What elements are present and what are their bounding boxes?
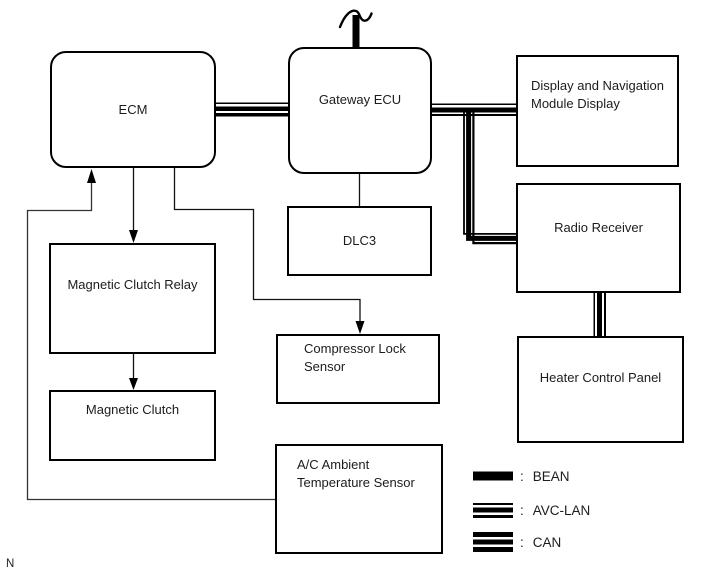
node-gateway-ecu: Gateway ECU (288, 47, 432, 174)
legend-label-can: CAN (532, 534, 562, 550)
avc-lan-line-icon (473, 502, 513, 518)
avclan-bus-radio-heater (593, 292, 607, 337)
node-heater-control-panel: Heater Control Panel (517, 336, 684, 443)
node-ecm: ECM (50, 51, 216, 168)
can-line-icon (473, 532, 513, 552)
node-display-navigation-label: Display and Navigation Module Display (531, 78, 664, 111)
legend-item-avc-lan: : AVC-LAN (473, 500, 590, 520)
node-radio-receiver-label: Radio Receiver (554, 220, 643, 235)
legend-item-can: : CAN (473, 532, 561, 552)
arrowhead-relay-clutch (129, 378, 138, 390)
bean-line-icon (473, 471, 513, 481)
arrowhead-compressor-lock-sensor (355, 321, 365, 334)
node-magnetic-clutch: Magnetic Clutch (49, 390, 216, 461)
node-ac-ambient-temp-sensor: A/C Ambient Temperature Sensor (275, 444, 443, 554)
node-ecm-label: ECM (118, 101, 148, 117)
node-magnetic-clutch-relay: Magnetic Clutch Relay (49, 243, 216, 354)
avclan-stripe (463, 108, 517, 235)
legend-colon: : (520, 468, 524, 484)
node-magnetic-clutch-relay-label: Magnetic Clutch Relay (67, 277, 198, 292)
legend-label-avc-lan: AVC-LAN (532, 502, 591, 518)
avclan-stripe (431, 103, 517, 106)
node-magnetic-clutch-label: Magnetic Clutch (85, 402, 180, 417)
legend-colon: : (520, 502, 524, 518)
can-stripe (215, 102, 289, 104)
avclan-stripe (466, 108, 517, 241)
avclan-stripe (603, 292, 607, 337)
bean-break-symbol (338, 9, 373, 29)
avclan-stripe (593, 292, 596, 337)
node-radio-receiver: Radio Receiver (516, 183, 681, 293)
arrowhead-ecm-clutch-relay (129, 230, 138, 243)
node-compressor-lock-sensor-label: Compressor Lock Sensor (304, 341, 406, 374)
wire-ambient-sensor-ecm (26, 182, 276, 501)
can-stripe (215, 106, 289, 112)
node-compressor-lock-sensor: Compressor Lock Sensor (276, 334, 440, 404)
node-gateway-ecu-label: Gateway ECU (318, 92, 402, 107)
node-ac-ambient-temp-sensor-label: A/C Ambient Temperature Sensor (297, 457, 415, 490)
node-dlc3: DLC3 (287, 206, 432, 276)
page-marker: N (6, 558, 15, 570)
legend-label-bean: BEAN (532, 468, 570, 484)
legend-item-bean: : BEAN (473, 466, 570, 486)
can-bus-ecm-gateway (215, 102, 289, 117)
can-stripe (215, 112, 289, 117)
arrowhead-ambient-sensor-ecm (87, 169, 96, 183)
avclan-stripe (472, 108, 517, 245)
avclan-bus-branch-radio (463, 108, 517, 245)
legend-colon: : (520, 534, 524, 550)
avclan-stripe (596, 292, 602, 337)
bean-bus-line (352, 15, 360, 49)
node-display-navigation: Display and Navigation Module Display (516, 55, 679, 167)
node-heater-control-panel-label: Heater Control Panel (539, 370, 662, 385)
node-dlc3-label: DLC3 (342, 233, 377, 249)
wire-ecm-compressor-lock-sensor (173, 168, 361, 322)
